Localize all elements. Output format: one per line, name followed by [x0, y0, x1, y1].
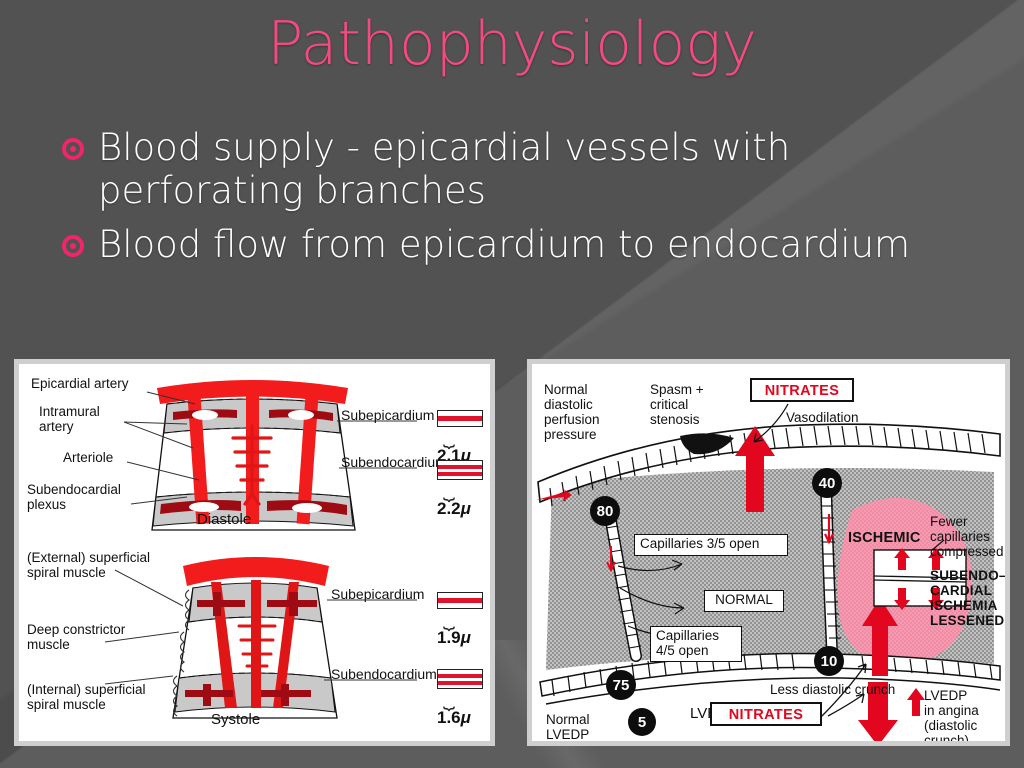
- nitrates-box-bottom: NITRATES: [710, 702, 822, 726]
- list-item: Blood flow from epicardium to endocardiu…: [62, 223, 942, 266]
- nitrates-box-top: NITRATES: [750, 378, 854, 402]
- swatch-subendocardium-systole: [437, 669, 483, 689]
- bullet-list: Blood supply - epicardial vessels with p…: [62, 126, 942, 276]
- brace-icon: ⏟: [443, 688, 455, 710]
- callout-capillaries-3-5-open: Capillaries 3/5 open: [634, 534, 788, 556]
- label-intramural-artery: Intramural artery: [39, 404, 100, 435]
- figure-myocardial-perfusion-diagram: Epicardial artery Intramural artery Arte…: [14, 359, 495, 746]
- pressure-node-10: 10: [814, 646, 844, 676]
- label-normal-diastolic-perfusion-pressure: Normal diastolic perfusion pressure: [544, 382, 600, 443]
- label-arteriole: Arteriole: [63, 450, 114, 465]
- callout-capillaries-4-5-open: Capillaries 4/5 open: [650, 626, 742, 662]
- label-lvedp-in-angina: LVEDP in angina (diastolic crunch): [924, 688, 979, 746]
- bullet-point-icon: [62, 234, 84, 257]
- label-subendocardium-diastole: Subendocardium: [341, 454, 447, 470]
- page-title: Pathophysiology: [267, 9, 757, 79]
- callout-normal: NORMAL: [704, 590, 784, 612]
- label-ischemic: ISCHEMIC: [848, 530, 921, 546]
- label-spasm-critical-stenosis: Spasm + critical stenosis: [650, 382, 704, 428]
- label-subepicardium-diastole: Subepicardium: [341, 407, 435, 423]
- label-normal-lvedp: Normal LVEDP: [546, 712, 590, 743]
- list-item-label: Blood supply - epicardial vessels with p…: [98, 126, 791, 213]
- swatch-subepicardium-diastole: [437, 410, 483, 427]
- label-external-superficial-spiral-muscle: (External) superficial spiral muscle: [27, 550, 151, 581]
- label-less-diastolic-crunch: Less diastolic crunch: [770, 682, 896, 697]
- label-subendocardial-ischemia-lessened: SUBENDO– CARDIAL ISCHEMIA LESSENED: [930, 568, 1007, 629]
- label-deep-constrictor-muscle: Deep constrictor muscle: [27, 622, 126, 653]
- bullet-point-icon: [62, 138, 84, 160]
- label-internal-superficial-spiral-muscle: (Internal) superficial spiral muscle: [27, 682, 146, 713]
- measure-1-9: 1.9μ: [437, 628, 471, 647]
- right-figure-artwork: [536, 403, 1001, 741]
- label-subendocardium-systole: Subendocardium: [331, 666, 437, 682]
- left-figure-artwork: [104, 380, 417, 719]
- label-subendocardial-plexus: Subendocardial plexus: [27, 482, 121, 513]
- figure-nitrates-ischemia-diagram: Normal diastolic perfusion pressure Spas…: [527, 359, 1010, 746]
- list-item-label: Blood flow from epicardium to endocardiu…: [98, 222, 911, 266]
- pressure-node-40: 40: [812, 468, 842, 498]
- label-epicardial-artery: Epicardial artery: [31, 376, 129, 391]
- pressure-node-80: 80: [590, 496, 620, 526]
- label-vasodilation: Vasodilation: [786, 410, 859, 425]
- brace-icon: ⏟: [443, 479, 455, 501]
- label-fewer-capillaries-compressed: Fewer capillaries compressed: [930, 514, 1004, 560]
- measure-2-2: 2.2μ: [437, 499, 471, 518]
- list-item: Blood supply - epicardial vessels with p…: [62, 126, 942, 213]
- pressure-node-5: 5: [628, 708, 656, 736]
- swatch-subepicardium-systole: [437, 592, 483, 609]
- measure-1-6: 1.6μ: [437, 708, 471, 727]
- brace-icon: ⏟: [443, 426, 455, 448]
- swatch-subendocardium-diastole: [437, 460, 483, 480]
- brace-icon: ⏟: [443, 608, 455, 630]
- caption-systole: Systole: [211, 711, 261, 728]
- pressure-node-75: 75: [606, 670, 636, 700]
- label-subepicardium-systole: Subepicardium: [331, 586, 425, 602]
- caption-diastole: Diastole: [197, 511, 252, 528]
